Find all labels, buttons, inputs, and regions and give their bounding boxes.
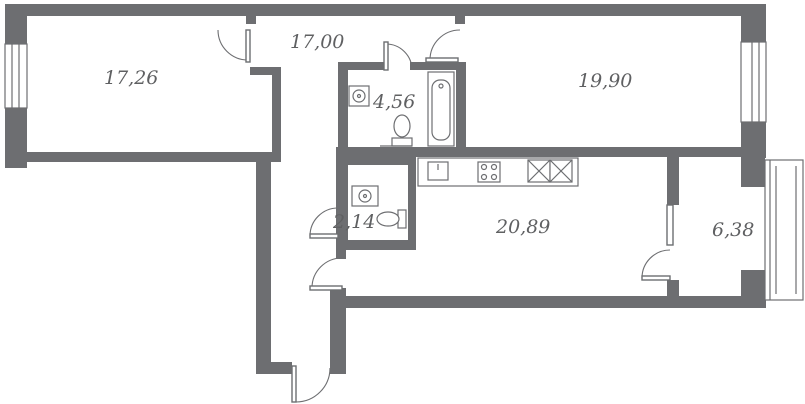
walls	[5, 4, 766, 374]
room-bathroom-area: 4,56	[372, 91, 415, 113]
room-kitchen-living-area: 20,89	[495, 216, 550, 238]
room-left-bedroom-area: 17,26	[104, 67, 158, 89]
toilet-wc	[376, 209, 407, 229]
room-hallway-area: 17,00	[290, 31, 344, 53]
toilet-sink	[351, 185, 379, 207]
bathroom-sink	[348, 85, 370, 107]
room-toilet-area: 2,14	[332, 211, 375, 233]
doors	[217, 29, 674, 403]
kitchen-counter	[417, 157, 579, 187]
bathroom-toilet	[380, 114, 413, 147]
bathtub	[427, 71, 455, 147]
fixtures	[348, 71, 579, 229]
area-labels: 17,26 17,00 4,56 19,90 2,14 20,89 6,38	[104, 31, 754, 241]
room-right-bedroom-area: 19,90	[578, 70, 632, 92]
windows	[4, 41, 804, 301]
room-balcony-area: 6,38	[712, 219, 754, 241]
